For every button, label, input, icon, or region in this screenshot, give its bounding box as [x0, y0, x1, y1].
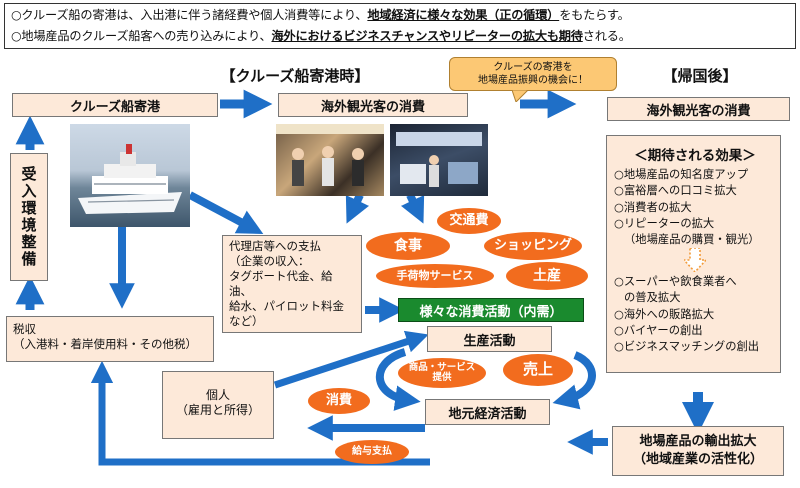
cruise-ship-icon: [78, 144, 182, 214]
arrow-photo1-to-ovals: [345, 193, 370, 224]
box-overseas-consumption-return: 海外観光客の消費: [607, 97, 790, 121]
effect-item: （地場産品の購買・観光）: [624, 233, 760, 247]
box-individual: 個人 （雇用と所得）: [162, 371, 274, 439]
intro-box: ○クルーズ船の寄港は、入出港に伴う諸経費や個人消費等により、地域経済に様々な効果…: [4, 3, 796, 49]
box-various-consumption: 様々な消費活動（内需）: [398, 298, 584, 322]
effect-item: ○スーパーや飲食業者へ: [614, 275, 737, 289]
box-overseas-consumption: 海外観光客の消費: [278, 93, 468, 117]
arrow-cycle-right: [552, 351, 596, 410]
oval-shopping: ショッピング: [484, 232, 582, 260]
effect-item: ○バイヤーの創出: [614, 323, 703, 337]
down-arrow-icon: [614, 247, 776, 274]
shoppers-icon: [276, 124, 384, 186]
effect-item: の普及拡大: [624, 291, 681, 305]
oval-consumption: 消費: [308, 388, 370, 414]
box-agency-payment: 代理店等への支払 （企業の収入： タグボート代金、給油、 給水、パイロット料金 …: [222, 235, 362, 333]
tourists-photo-1: [276, 124, 384, 196]
header-port-call: 【クルーズ船寄港時】: [220, 67, 370, 85]
callout-bubble: クルーズの寄港を 地場産品振興の機会に！: [449, 57, 617, 91]
effect-item: ○富裕層への口コミ拡大: [614, 184, 737, 198]
oval-transport: 交通費: [437, 208, 501, 234]
oval-wages: 給与支払: [335, 440, 409, 464]
market-icon: [396, 132, 482, 187]
effect-item: ○消費者の拡大: [614, 200, 692, 214]
callout-tail: [512, 90, 528, 102]
effect-item: ○地場産品の知名度アップ: [614, 168, 749, 182]
oval-baggage: 手荷物サービス: [376, 264, 494, 288]
header-after-return: 【帰国後】: [662, 67, 738, 85]
box-local-economy: 地元経済活動: [425, 399, 550, 425]
box-export-expansion: 地場産品の輸出拡大 （地域産業の活性化）: [612, 426, 784, 476]
oval-sales: 売上: [503, 354, 573, 386]
box-tax-revenue: 税収 （入港料・着岸使用料・その他税）: [6, 316, 214, 362]
oval-meals: 食事: [366, 232, 450, 260]
effect-item: ○海外への販路拡大: [614, 307, 715, 321]
effect-item: ○ビジネスマッチングの創出: [614, 340, 760, 354]
effect-item: ○リピーターの拡大: [614, 216, 715, 230]
intro-line-1: ○クルーズ船の寄港は、入出港に伴う諸経費や個人消費等により、地域経済に様々な効果…: [11, 8, 630, 22]
oval-goods-services: 商品・サービス 提供: [398, 358, 486, 388]
arrow-local-to-tax: [90, 360, 430, 466]
intro-line-2: ○地場産品のクルーズ船客への売り込みにより、海外におけるビジネスチャンスやリピー…: [11, 29, 631, 43]
arrow-photo2-to-ovals: [400, 193, 425, 224]
oval-souvenir: 土産: [506, 262, 588, 290]
arrow-cruise-to-agency: [188, 191, 264, 235]
cruise-ship-photo: [70, 124, 190, 227]
box-expected-effects: ＜期待される効果＞ ○地場産品の知名度アップ ○富裕層への口コミ拡大 ○消費者の…: [606, 135, 781, 373]
arrow-cycle-left: [375, 348, 421, 411]
arrow-individual-to-production: [273, 330, 429, 389]
box-production: 生産活動: [427, 326, 552, 352]
effects-title: ＜期待される効果＞: [634, 148, 756, 164]
box-cruise-call: クルーズ船寄港: [12, 93, 218, 117]
box-reception-environment: 受入環境整備: [10, 153, 48, 281]
tourists-photo-2: [390, 124, 488, 196]
